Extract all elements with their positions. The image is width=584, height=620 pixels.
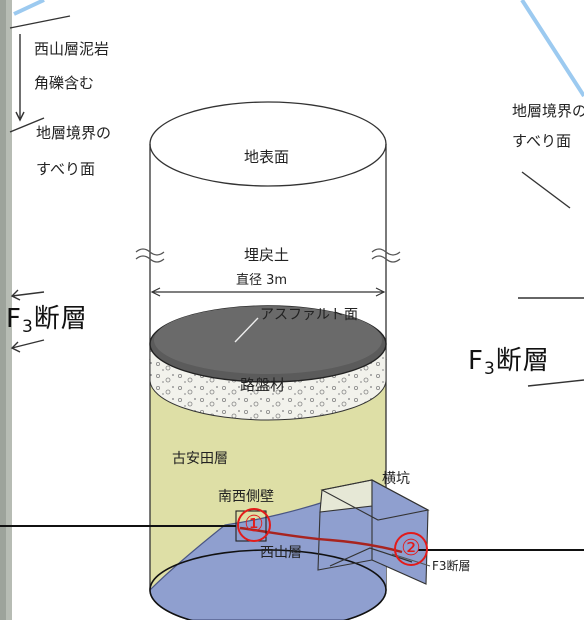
ground-surface-ellipse (149, 101, 387, 187)
asphalt-label: アスファルト面 (260, 307, 358, 323)
roadbed-label: 路盤材 (240, 376, 286, 394)
backfill-label: 埋戻土 (244, 246, 290, 264)
f3-fault-label: F3断層 (432, 559, 471, 573)
left-fault-sub: 3 (21, 317, 34, 337)
left-photo-shade (0, 0, 6, 620)
left-fault-word: 断層 (33, 304, 88, 334)
left-boundary-line (9, 117, 45, 133)
left-fault-lower (11, 339, 45, 349)
left-fault-upper-head (10, 289, 21, 301)
left-fault-lower-head (10, 341, 21, 353)
tunnel-label: 横坑 (382, 471, 410, 487)
diameter-label: 直径 3m (236, 273, 288, 288)
furuyasuda-label: 古安田層 (172, 451, 228, 467)
nishiyama-label: 西山層 (260, 545, 302, 561)
marker-1: ① (237, 508, 271, 542)
left-sky-line (13, 0, 45, 16)
marker-2: ② (394, 532, 428, 566)
right-boundary-label-2: すべり面 (512, 132, 571, 150)
right-fault-sub: 3 (483, 359, 496, 379)
left-top-tick (9, 15, 71, 29)
right-fault-word: 断層 (495, 346, 550, 376)
left-fault-letter: F (6, 304, 22, 334)
break-mark-left-2 (135, 255, 165, 263)
ground-surface-label: 地表面 (244, 148, 290, 166)
right-fault-lower (527, 379, 584, 387)
right-sky-line (520, 0, 584, 98)
right-fault-label: F3断層 (468, 348, 550, 378)
left-fault-upper (11, 291, 45, 297)
right-boundary-line (521, 171, 571, 209)
diameter-right-head (375, 287, 386, 297)
asphalt-leader (234, 317, 259, 343)
left-fault-label: F3断層 (6, 306, 88, 336)
right-fault-letter: F (468, 346, 484, 376)
left-arrowhead (15, 111, 25, 122)
break-mark-right-2 (371, 255, 401, 263)
tunnel-front-edge (317, 511, 373, 571)
break-mark-right-1 (371, 248, 401, 256)
tunnel-roof (320, 479, 430, 521)
break-mark-left-1 (135, 248, 165, 256)
left-top-label-2: 角礫含む (34, 74, 95, 92)
left-top-label-1: 西山層泥岩 (34, 40, 110, 58)
left-boundary-label-2: すべり面 (36, 160, 95, 178)
nishiyama-group (150, 497, 386, 620)
sw-wall-label: 南西側壁 (218, 489, 274, 505)
diameter-left-head (150, 287, 161, 297)
nishiyama-layer (150, 497, 386, 620)
pit-bottom-ellipse (149, 549, 387, 620)
right-boundary-label-1: 地層境界の (512, 102, 584, 120)
asphalt-top (154, 306, 382, 374)
left-boundary-label-1: 地層境界の (36, 124, 112, 142)
